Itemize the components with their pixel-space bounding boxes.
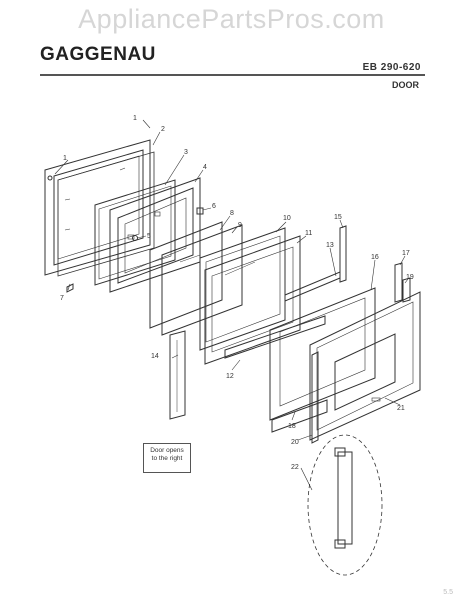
part-middle-glass	[161, 224, 243, 336]
part-side-trim-20	[311, 351, 319, 444]
part-front-panel	[269, 287, 376, 421]
part-outer-glass	[309, 291, 421, 441]
door-direction-note: Door opens to the right	[143, 443, 191, 473]
callout-1: 1	[133, 115, 137, 122]
part-clip	[196, 207, 204, 215]
part-top-trim-19	[402, 277, 411, 303]
part-bottom-trim	[271, 399, 328, 433]
callout-10: 10	[283, 215, 291, 222]
part-screw	[132, 235, 138, 241]
callout-14: 14	[151, 353, 159, 360]
part-inner-glass	[94, 179, 176, 286]
callout-17: 17	[402, 250, 410, 257]
note-line-2: to the right	[151, 455, 183, 462]
callout-8: 8	[230, 210, 234, 217]
part-glass-pane-11	[204, 235, 301, 365]
callout-21: 21	[397, 405, 405, 412]
section-title: DOOR	[392, 80, 419, 90]
part-hinge-piece	[66, 283, 74, 293]
watermark-text: AppliancePartsPros.com	[78, 4, 385, 34]
callout-20: 20	[291, 439, 299, 446]
callout-18: 18	[288, 423, 296, 430]
callout-2: 2	[161, 126, 165, 133]
part-side-strip	[339, 225, 347, 283]
callout-22: 22	[291, 464, 299, 471]
brand-logo: GAGGENAU	[40, 44, 156, 65]
note-line-1: Door opens	[150, 447, 184, 454]
callout-7: 7	[60, 295, 64, 302]
callout-19: 19	[406, 274, 414, 281]
part-top-trim-17	[394, 262, 403, 303]
callout-3: 3	[184, 149, 188, 156]
part-door-frame	[44, 139, 151, 276]
callout-1b: 1	[63, 155, 67, 162]
callout-5: 5	[147, 233, 151, 240]
callout-16: 16	[371, 254, 379, 261]
callout-12: 12	[226, 373, 234, 380]
part-side-profile	[169, 330, 186, 420]
callout-6: 6	[212, 203, 216, 210]
part-glass-frame	[149, 221, 223, 329]
part-handle	[307, 434, 383, 576]
part-inner-panel	[109, 177, 201, 293]
callout-11: 11	[305, 230, 312, 237]
header-rule	[40, 74, 425, 76]
callout-4: 4	[203, 164, 207, 171]
callout-9: 9	[238, 222, 242, 229]
page-footer: 5.5	[443, 589, 453, 596]
model-number: EB 290-620	[362, 62, 421, 73]
part-glass-pane-10	[199, 227, 286, 351]
callout-15: 15	[334, 214, 342, 221]
callout-13: 13	[326, 242, 334, 249]
